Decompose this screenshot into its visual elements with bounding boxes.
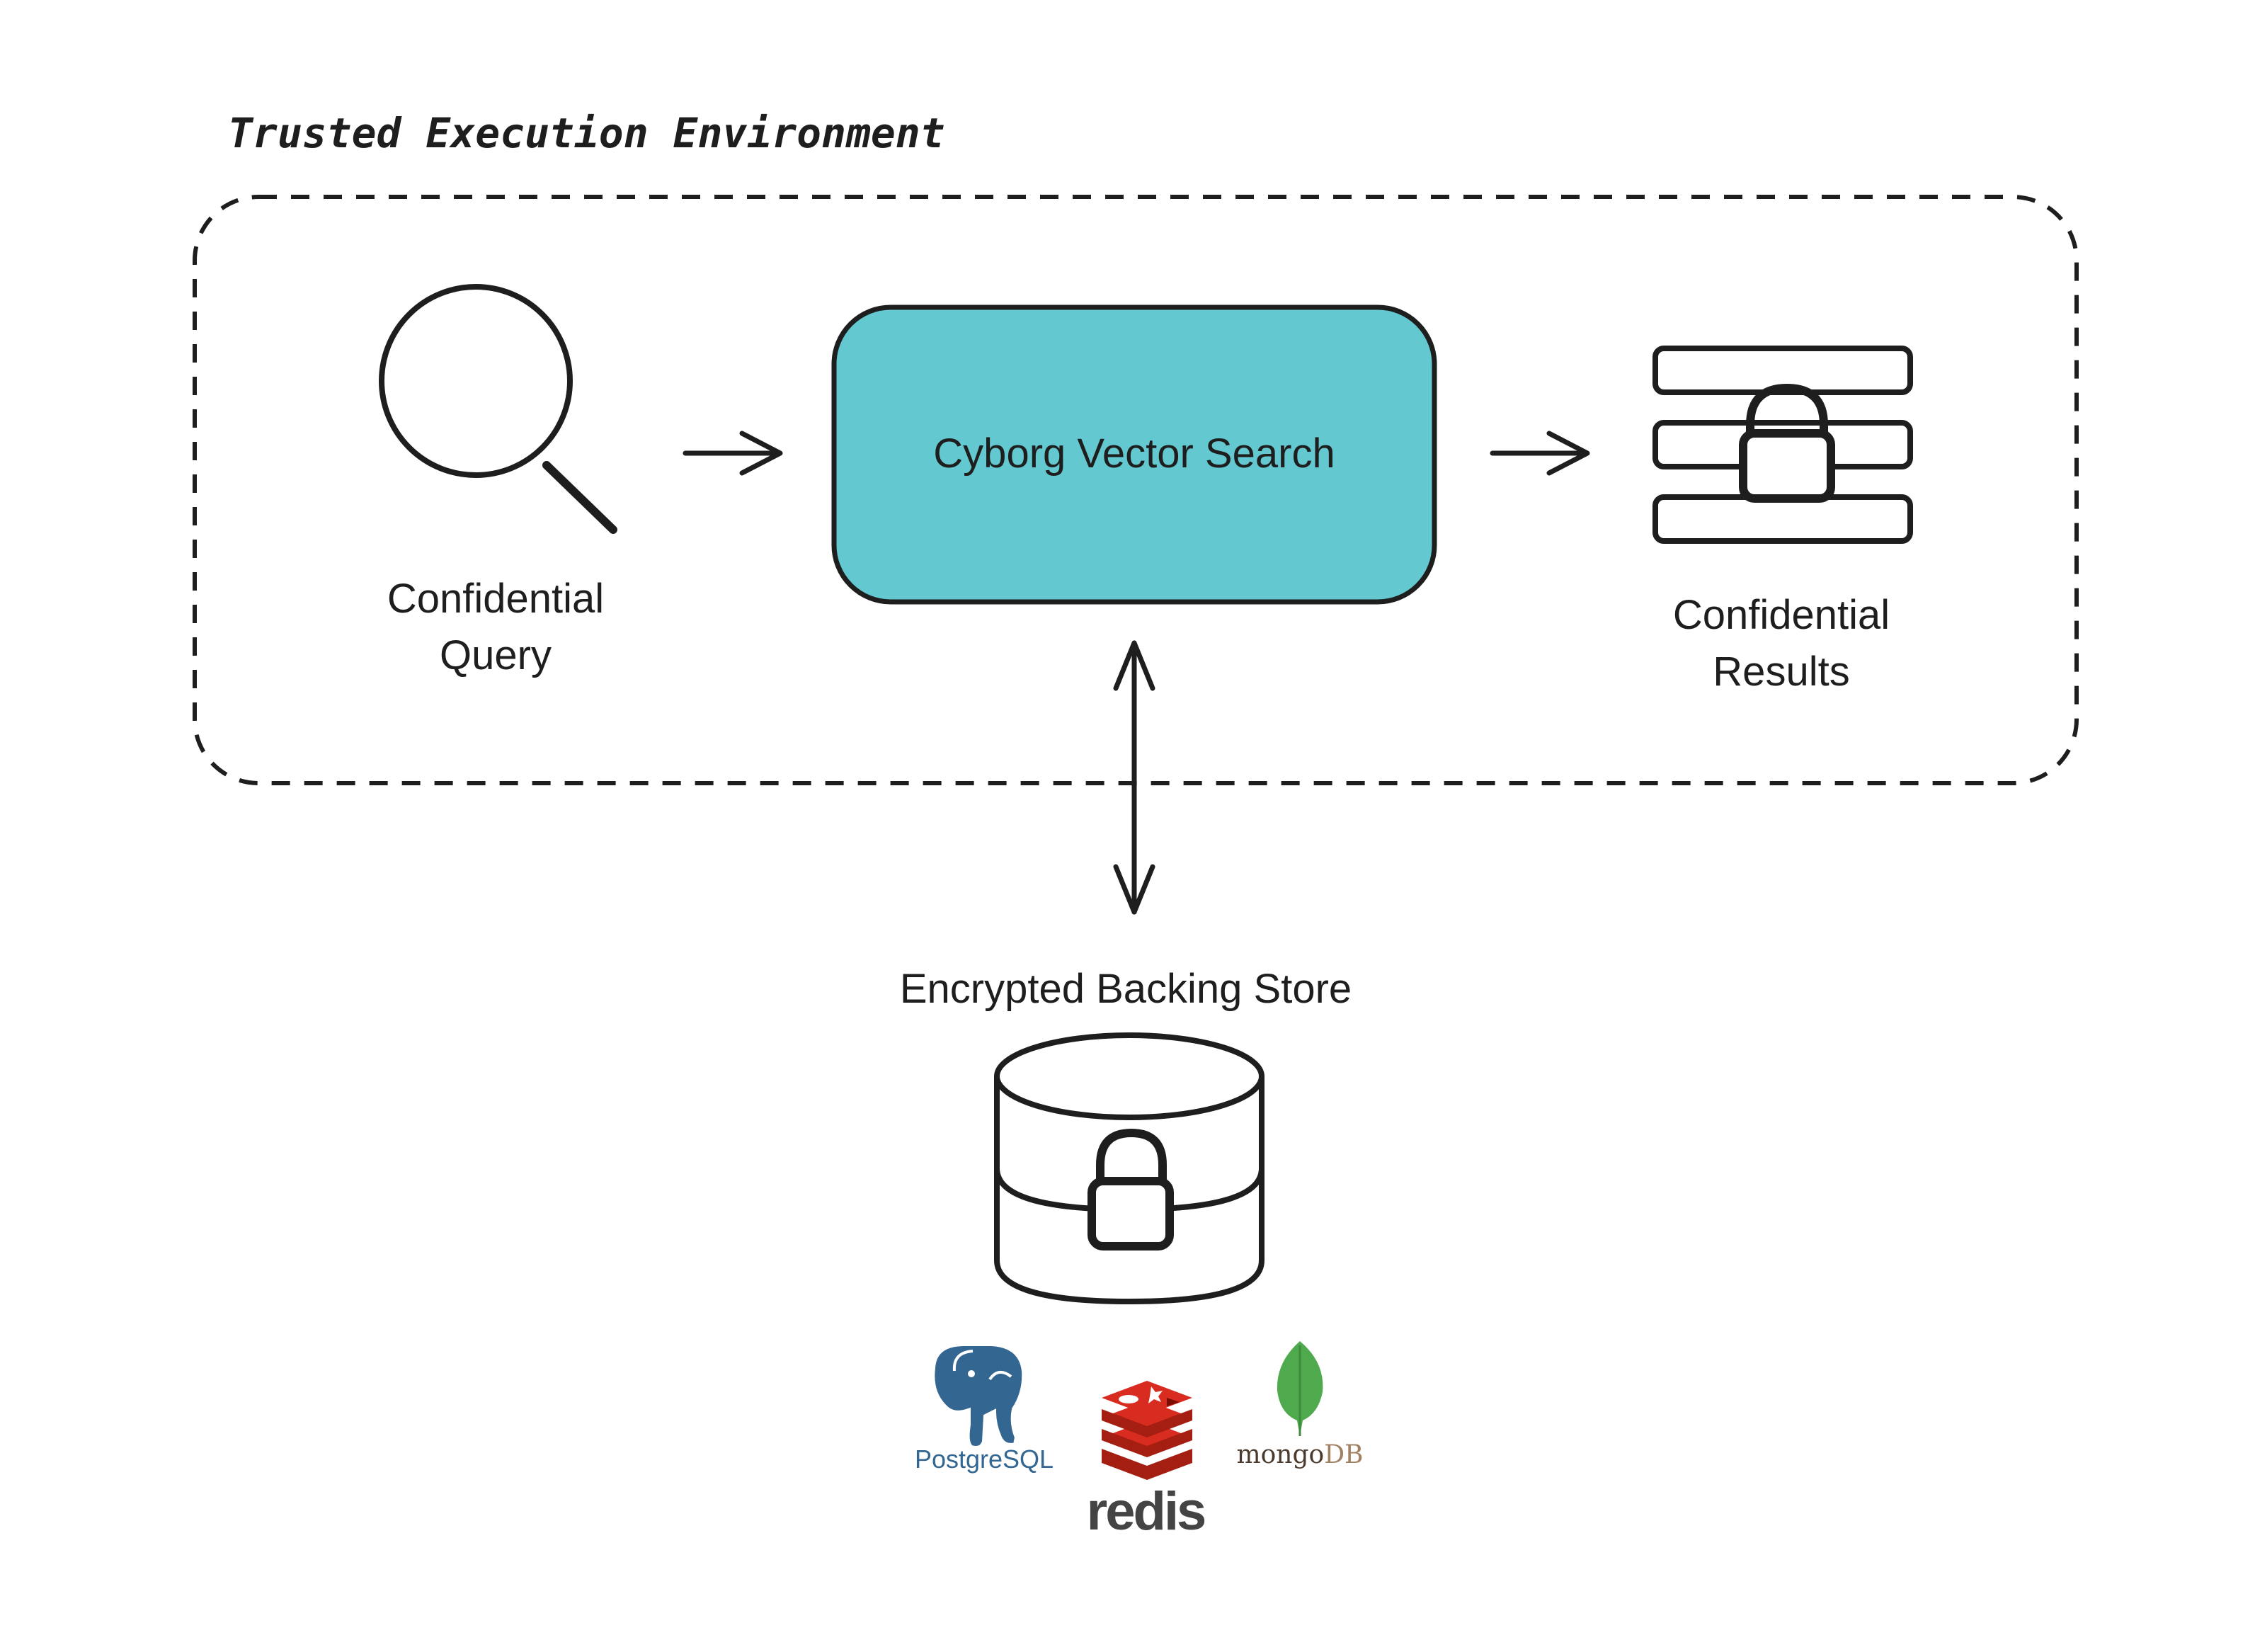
tee-label: Trusted Execution Environment bbox=[228, 109, 945, 157]
postgresql-logo: PostgreSQL bbox=[915, 1342, 1054, 1474]
search-box-label: Cyborg Vector Search bbox=[933, 431, 1335, 477]
redis-logo: redis bbox=[1087, 1381, 1207, 1542]
results-label-line2: Results bbox=[1713, 649, 1849, 695]
bidirectional-arrow bbox=[1113, 640, 1155, 915]
magnifier-icon bbox=[379, 284, 617, 534]
store-label: Encrypted Backing Store bbox=[900, 966, 1352, 1012]
mongodb-logo-text: mongoDB bbox=[1236, 1440, 1363, 1469]
locked-database-icon bbox=[994, 1032, 1264, 1304]
results-label-line1: Confidential bbox=[1673, 592, 1890, 638]
query-label-line2: Query bbox=[440, 632, 552, 678]
arrow-query-to-search bbox=[683, 431, 783, 476]
redis-logo-text: redis bbox=[1087, 1481, 1205, 1542]
mongodb-logo-text-a: mongo bbox=[1236, 1440, 1324, 1469]
arrow-search-to-results bbox=[1490, 431, 1590, 476]
query-label-line1: Confidential bbox=[387, 576, 604, 622]
search-box bbox=[831, 304, 1437, 605]
locked-results-icon bbox=[1652, 346, 1913, 544]
mongodb-logo-text-b: DB bbox=[1324, 1440, 1363, 1469]
postgresql-logo-text: PostgreSQL bbox=[915, 1445, 1054, 1474]
mongodb-logo: mongoDB bbox=[1236, 1341, 1364, 1469]
